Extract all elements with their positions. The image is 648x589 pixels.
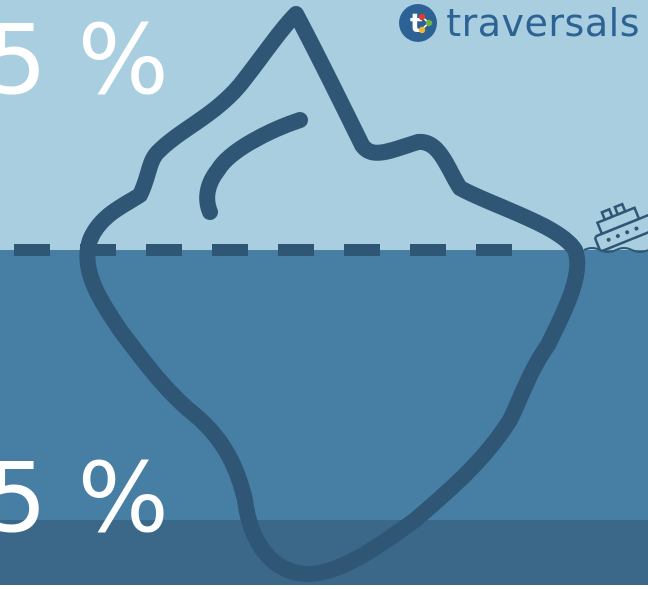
water-area [0,250,648,522]
percent-above-water-label: 5 % [0,4,169,116]
percent-below-water-label: 5 % [0,442,169,554]
brand-name: traversals [446,1,640,45]
iceberg-outline [79,6,586,582]
iceberg-highlight-stroke [199,112,308,220]
brand-lockup: t traversals [398,0,640,46]
traversals-logo-icon: t [399,4,438,42]
sinking-ship-icon [583,202,648,253]
logo-letter: t [410,9,422,39]
